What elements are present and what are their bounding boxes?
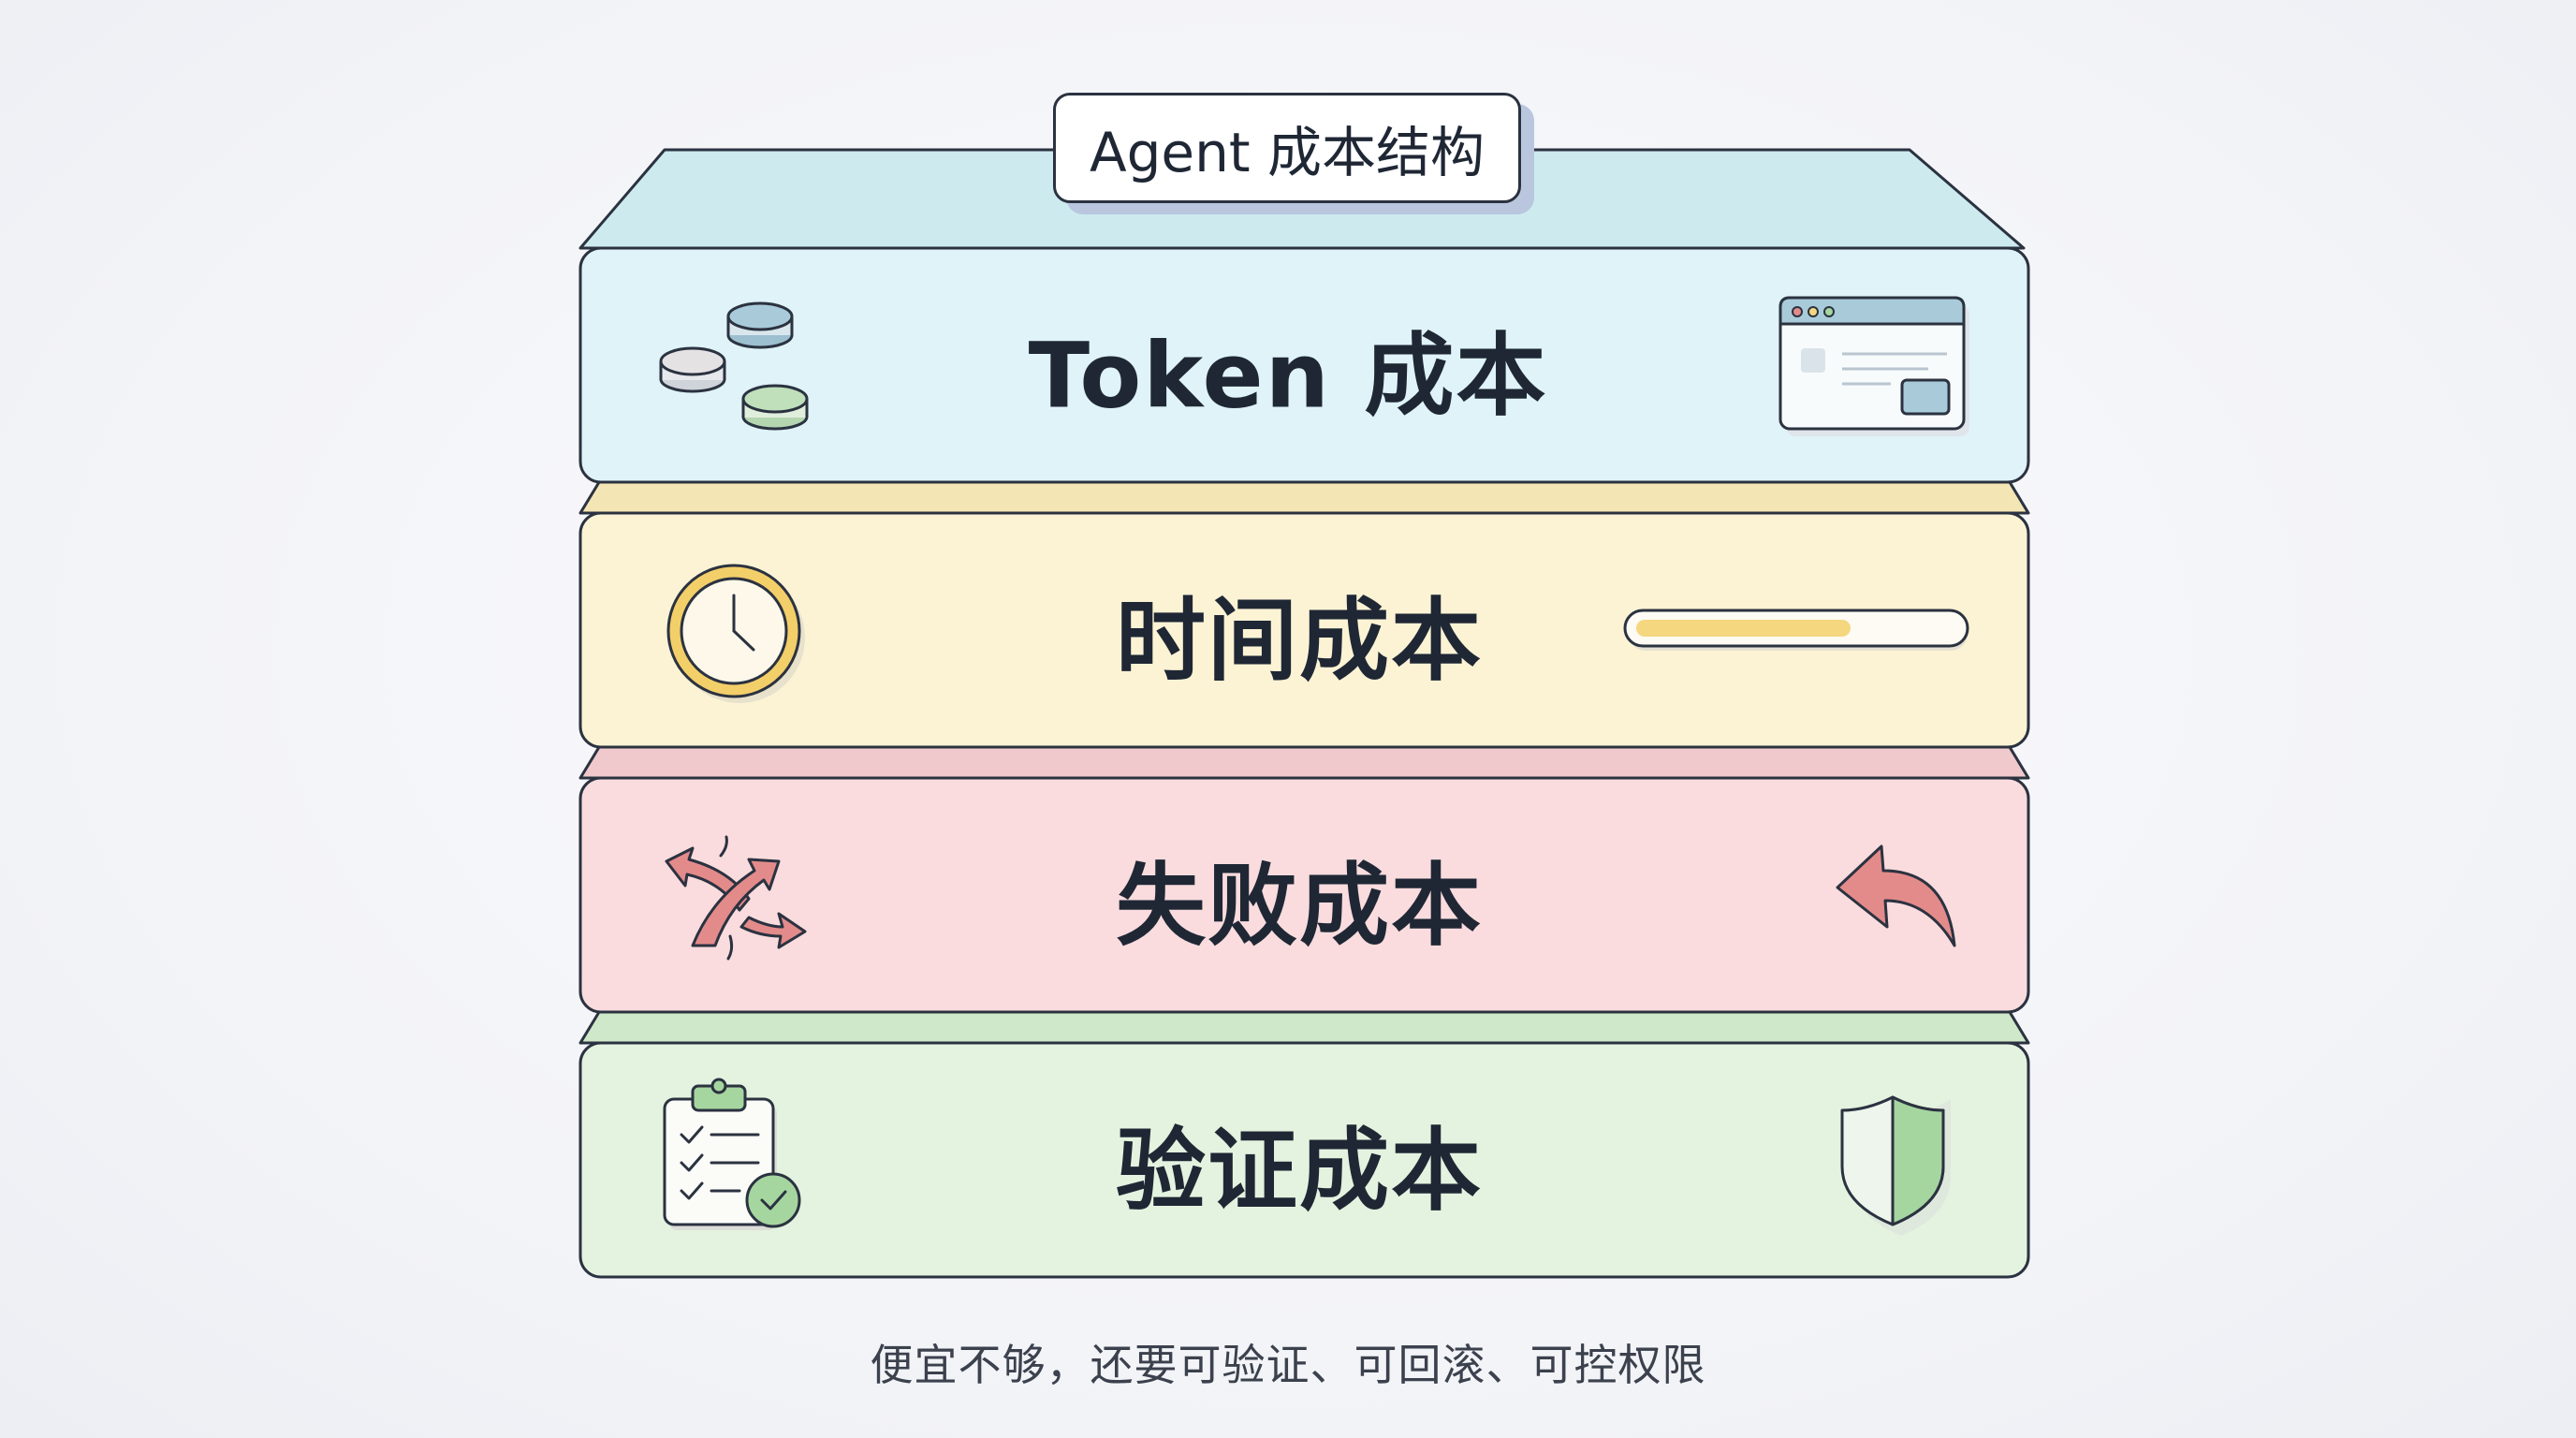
coins-icon <box>659 301 809 431</box>
layer-failure <box>578 776 2030 1014</box>
footer-caption: 便宜不够，还要可验证、可回滚、可控权限 <box>870 1340 1706 1390</box>
layer-verify-title: 验证成本 <box>1116 1118 1483 1224</box>
layer-verify-lid <box>578 1010 2030 1045</box>
progress-bar-icon <box>1623 609 1969 651</box>
shield-icon <box>1840 1095 1951 1236</box>
layer-failure-lid <box>578 745 2030 780</box>
checklist-icon <box>663 1078 801 1230</box>
header-title: Agent 成本结构 <box>1089 121 1486 184</box>
layer-token <box>578 246 2030 484</box>
layer-time-title: 时间成本 <box>1116 588 1483 694</box>
layer-time <box>578 511 2030 749</box>
header-tab: Agent 成本结构 <box>1053 93 1521 203</box>
browser-window-icon <box>1778 296 1969 436</box>
shuffle-arrows-icon <box>665 835 807 961</box>
layer-time-lid <box>578 480 2030 515</box>
clock-icon <box>666 564 805 703</box>
layer-token-title: Token 成本 <box>1028 323 1548 429</box>
undo-arrow-icon <box>1836 844 1956 947</box>
layer-verify <box>578 1041 2030 1279</box>
progress-bar-fill <box>1636 620 1851 637</box>
layer-failure-title: 失败成本 <box>1116 853 1483 959</box>
